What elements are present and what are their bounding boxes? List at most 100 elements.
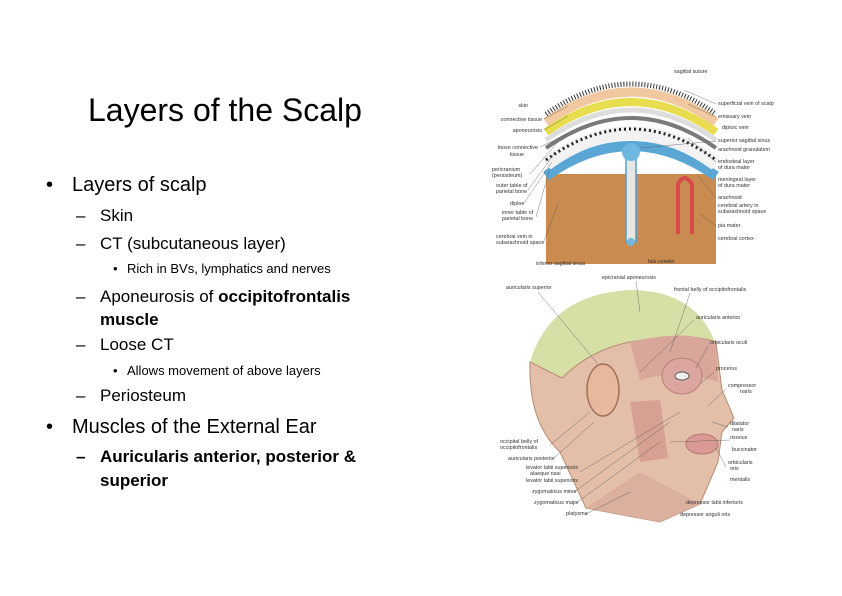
label-cerebral-cortex: cerebral cortex	[718, 236, 754, 242]
left-labels: auricularis superior occipital belly of …	[500, 285, 588, 517]
label-mentalis: mentalis	[730, 477, 750, 483]
label-depressor-anguli: depressor anguli oris	[680, 512, 730, 518]
bullet-text: Layers of scalp	[72, 174, 207, 196]
sub-sub-bullet-loose-note: •Allows movement of above layers	[113, 363, 321, 378]
dash: –	[76, 234, 86, 253]
superior-sagittal-sinus	[622, 143, 640, 161]
bullet-text: Loose CT	[100, 335, 174, 354]
sub-bullet-ct: –CT (subcutaneous layer)	[76, 234, 286, 254]
label-cerebral-vein-2: subarachnoid space	[496, 240, 544, 246]
bullet-dot: •	[46, 174, 54, 196]
label-procerus: procerus	[716, 366, 737, 372]
label-orbicularis-oris: orbicularis	[728, 460, 753, 466]
label-inner-table-2: parietal bone	[502, 216, 533, 222]
label-cerebral-artery: cerebral artery in	[718, 203, 758, 209]
bullet-bold-text: occipitofrontalis	[218, 287, 351, 306]
connective-tissue-layer	[543, 98, 719, 136]
bullet-dot: •	[113, 363, 118, 378]
label-inferior-sagittal-sinus: inferior sagittal sinus	[536, 261, 585, 267]
dash: –	[76, 206, 86, 225]
label-outer-table-2: parietal bone	[496, 189, 527, 195]
label-auricularis-posterior: auricularis posterior	[508, 456, 555, 462]
label-occipital-belly: occipital belly of	[500, 439, 539, 445]
label-endosteal: endosteal layer	[718, 159, 755, 165]
scalp-layers-diagram: skin connective tissue aponeurosis loose…	[492, 69, 774, 267]
hair-layer	[544, 81, 718, 117]
label-depressor-labii: depressor labii inferioris	[686, 500, 743, 506]
label-pia-mater: pia mater	[718, 223, 741, 229]
bone-layer	[541, 126, 721, 170]
leader-lines	[523, 89, 717, 242]
label-dilatator-naris: naris	[732, 427, 744, 433]
bullet-text: Muscles of the External Ear	[72, 416, 317, 438]
label-inner-table: inner table of	[502, 210, 534, 216]
aponeurosis-layer	[544, 107, 718, 143]
skin-layer	[543, 87, 719, 126]
orbicularis-oris	[685, 433, 719, 455]
dash: –	[76, 386, 86, 405]
sub-bullet-aponeurosis: –Aponeurosis of occipitofrontalis	[76, 287, 351, 307]
label-frontal-belly: frontal belly of occipitofrontalis	[674, 287, 747, 293]
masseter	[630, 400, 668, 462]
label-compressor: compressor	[728, 383, 756, 389]
label-skin: skin	[518, 103, 528, 109]
label-loose-ct: loose connective	[498, 145, 538, 151]
label-platysma: platysma	[566, 511, 588, 517]
label-connective-tissue: connective tissue	[501, 117, 542, 123]
label-buccinator: buccinator	[732, 447, 757, 453]
label-superficial-vein: superficial vein of scalp	[718, 101, 774, 107]
label-outer-table: outer table of	[496, 183, 528, 189]
cerebral-artery	[676, 176, 694, 234]
falx-cerebri	[625, 151, 637, 243]
sub-bullet-auricularis-line2: superior	[100, 471, 169, 490]
epicranial-aponeurosis	[530, 290, 715, 378]
sub-bullet-periosteum: –Periosteum	[76, 386, 186, 406]
label-epicranial-aponeurosis: epicranial aponeurosis	[602, 275, 656, 281]
label-levator-alaeque-2: alaeque nasi	[530, 471, 561, 477]
label-arachnoid: arachnoid	[718, 195, 742, 201]
inferior-sagittal-sinus-dot	[627, 238, 635, 246]
left-labels: skin connective tissue aponeurosis loose…	[492, 103, 544, 246]
label-orbicularis-oculi: orbicularis oculi	[710, 340, 747, 346]
label-compressor-naris: naris	[740, 389, 752, 395]
bullet-dot: •	[113, 261, 118, 276]
label-diploe: diploe	[510, 201, 524, 207]
label-levator-labii: levator labii superioris	[526, 478, 578, 484]
bullet-layers-of-scalp: • Layers of scalp	[46, 174, 207, 197]
label-orbicularis-oris-2: oris	[730, 466, 739, 472]
sub-bullet-skin: –Skin	[76, 206, 134, 226]
bullet-text: Auricularis anterior, posterior &	[100, 447, 357, 466]
label-zygomaticus-major: zygomaticus major	[534, 500, 579, 506]
slide-title: Layers of the Scalp	[88, 92, 362, 128]
bullet-muscles-external-ear: • Muscles of the External Ear	[46, 416, 317, 439]
sub-bullet-auricularis: –Auricularis anterior, posterior &	[76, 447, 357, 467]
sub-bullet-aponeurosis-line2: muscle	[100, 310, 159, 329]
bullet-dot: •	[46, 416, 54, 438]
head-muscles-diagram: auricularis superior occipital belly of …	[500, 275, 757, 523]
label-endosteal-2: of dura mater	[718, 165, 750, 171]
bullet-text: Periosteum	[100, 386, 186, 405]
leader-lines	[537, 280, 731, 515]
label-meningeal: meningeal layer	[718, 177, 756, 183]
label-meningeal-2: of dura mater	[718, 183, 750, 189]
label-auricularis-superior: auricularis superior	[506, 285, 552, 291]
bullet-text: Rich in BVs, lymphatics and nerves	[127, 261, 331, 276]
label-pericranium: pericranium	[492, 167, 521, 173]
bullet-text: Aponeurosis of	[100, 287, 219, 306]
label-aponeurosis: aponeurosis	[513, 128, 543, 134]
right-labels: epicranial aponeurosis frontal belly of …	[602, 275, 757, 518]
dash: –	[76, 335, 86, 354]
eye	[674, 371, 690, 381]
diploe-layer	[545, 127, 717, 162]
dash: –	[76, 447, 86, 466]
label-falx-cerebri: falx cerebri	[648, 259, 674, 265]
dash: –	[76, 287, 86, 306]
sub-bullet-loose-ct: –Loose CT	[76, 335, 174, 355]
label-cerebral-artery-2: subarachnoid space	[718, 209, 766, 215]
platysma	[586, 472, 700, 522]
bullet-text: Skin	[100, 206, 134, 225]
label-dilatator: dilatator	[730, 421, 749, 427]
sub-sub-bullet-ct-note: • Rich in BVs, lymphatics and nerves	[113, 261, 331, 276]
label-sagittal-suture: sagittal suture	[674, 69, 708, 75]
label-emissary-vein: emissary vein	[718, 114, 751, 120]
